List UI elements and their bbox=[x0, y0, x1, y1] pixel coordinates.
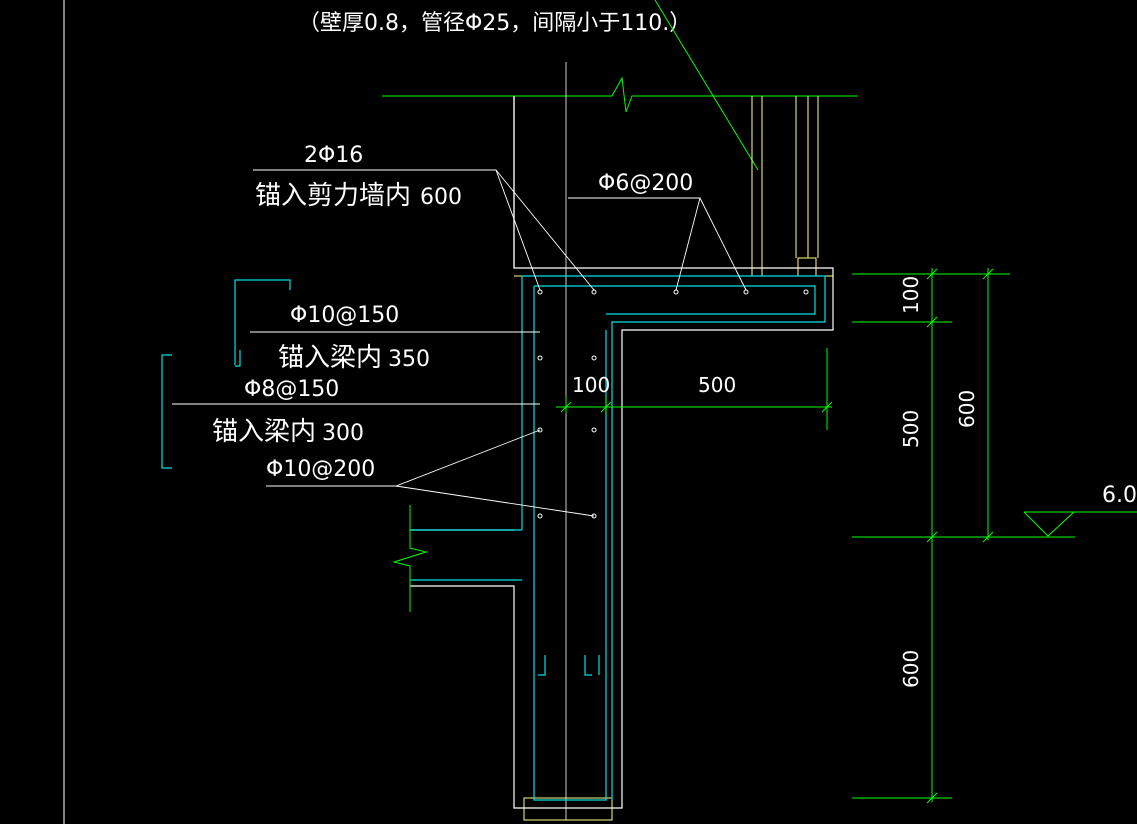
label-phi6-200: Φ6@200 bbox=[598, 171, 693, 196]
left-break-line bbox=[392, 505, 428, 612]
dim-right-600-bottom: 600 bbox=[899, 650, 923, 688]
label-phi8-150: Φ8@150 bbox=[244, 377, 339, 402]
rebar-lines bbox=[161, 275, 826, 801]
top-note: （壁厚0.8，管径Φ25，间隔小于110.） bbox=[298, 11, 691, 36]
dim-slab-500: 500 bbox=[698, 373, 736, 397]
label-anchor-shear-wall-len: 600 bbox=[420, 185, 462, 210]
label-anchor-beam-1: 锚入梁内 bbox=[278, 343, 382, 373]
label-anchor-shear-wall: 锚入剪力墙内 bbox=[255, 181, 411, 211]
horizontal-dimension bbox=[556, 348, 833, 430]
label-2phi16: 2Φ16 bbox=[304, 143, 363, 168]
label-phi10-200: Φ10@200 bbox=[266, 457, 375, 482]
elevation-marker-icon bbox=[1023, 511, 1137, 537]
concrete-outline bbox=[410, 96, 834, 809]
leader-lines bbox=[172, 169, 747, 517]
label-anchor-beam-2: 锚入梁内 bbox=[212, 417, 316, 447]
label-anchor-beam-1-len: 350 bbox=[388, 347, 430, 372]
dim-right-600-top: 600 bbox=[955, 390, 979, 428]
rebar-dots bbox=[537, 289, 809, 519]
dim-wall-100: 100 bbox=[572, 373, 610, 397]
note-leader bbox=[654, 0, 759, 171]
wall-finish bbox=[514, 96, 833, 821]
label-phi10-150: Φ10@150 bbox=[290, 303, 399, 328]
dim-right-100: 100 bbox=[899, 276, 923, 314]
dim-right-500: 500 bbox=[899, 410, 923, 448]
vertical-dimensions bbox=[852, 268, 1075, 804]
top-break-line bbox=[382, 76, 858, 113]
elevation-label: 6.00 bbox=[1102, 483, 1137, 508]
label-anchor-beam-2-len: 300 bbox=[322, 421, 364, 446]
